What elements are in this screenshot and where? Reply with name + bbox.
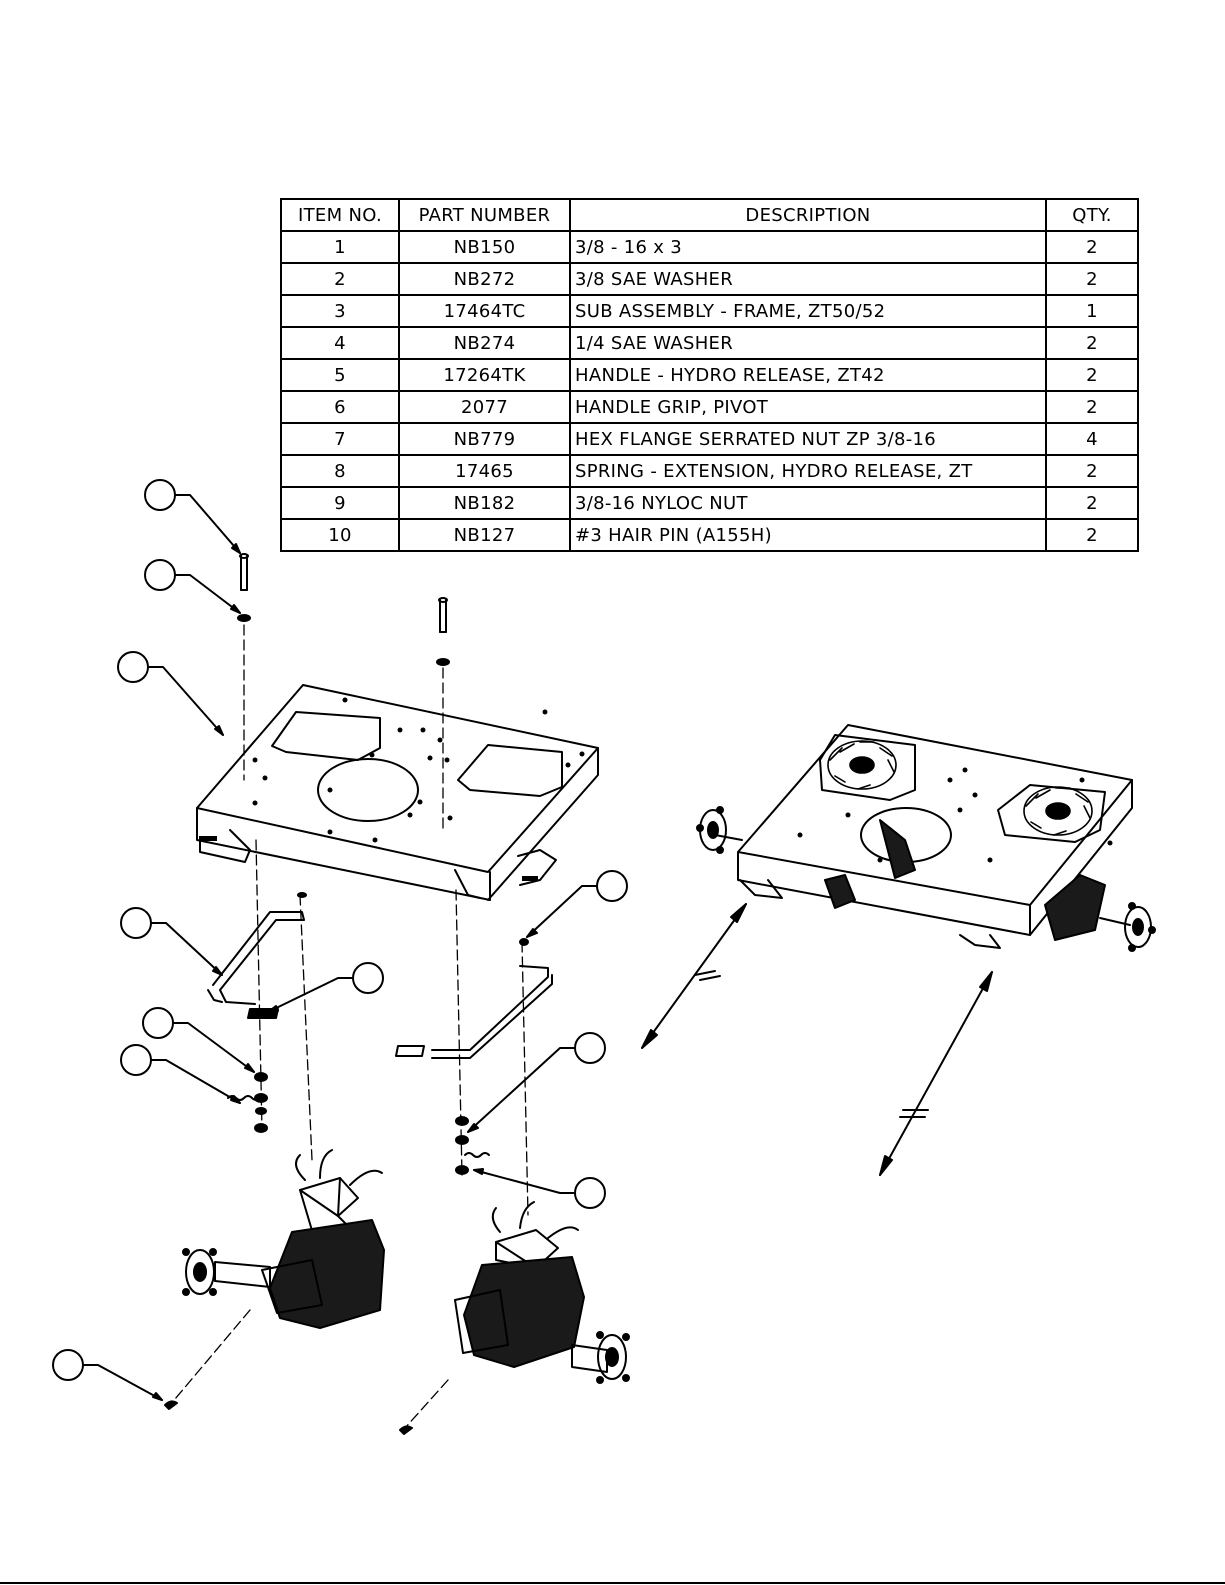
callout-balloon-nut-right (467, 1032, 606, 1133)
part-description: HANDLE GRIP, PIVOT (569, 390, 1047, 424)
part-description: HEX FLANGE SERRATED NUT ZP 3/8-16 (569, 422, 1047, 456)
bom-row: 8 17465 SPRING - EXTENSION, HYDRO RELEAS… (280, 454, 1139, 488)
quantity: 4 (1045, 422, 1139, 456)
quantity: 2 (1045, 262, 1139, 296)
part-number: NB127 (398, 518, 571, 552)
item-number: 3 (280, 294, 400, 328)
part-number: 17465 (398, 454, 571, 488)
item-number: 4 (280, 326, 400, 360)
hair-pin-right (399, 1425, 413, 1435)
hydro-transaxle-right (454, 1201, 630, 1384)
quantity: 2 (1045, 454, 1139, 488)
item-number: 8 (280, 454, 400, 488)
callout-balloon-grip-left (267, 962, 384, 1013)
spring-right (464, 1152, 490, 1158)
quantity: 1 (1045, 294, 1139, 328)
hydro-release-handle-left (207, 892, 307, 1005)
bottom-border-line (0, 1582, 1225, 1584)
callout-balloon-frame (117, 651, 224, 736)
header-part-number: PART NUMBER (398, 198, 571, 232)
bom-row: 2 NB272 3/8 SAE WASHER 2 (280, 262, 1139, 296)
callout-balloon-washer-left (144, 559, 241, 614)
bom-row: 1 NB150 3/8 - 16 x 3 2 (280, 230, 1139, 264)
assembled-hub-right (1099, 902, 1156, 952)
handle-grip-left (247, 1008, 279, 1019)
hardware-stack-left (254, 1072, 268, 1133)
fan-right (1023, 786, 1093, 836)
direction-arrow-1 (641, 903, 747, 1049)
callout-balloon-bolt-left (144, 479, 241, 554)
bolt-left (239, 553, 249, 591)
part-number: NB779 (398, 422, 571, 456)
bom-row: 4 NB274 1/4 SAE WASHER 2 (280, 326, 1139, 360)
wheel-hub-left (182, 1248, 217, 1296)
part-number: NB150 (398, 230, 571, 264)
frame-sub-assembly (196, 684, 599, 901)
bill-of-materials-table: ITEM NO. PART NUMBER DESCRIPTION QTY. 1 … (280, 198, 1139, 552)
part-number: NB272 (398, 262, 571, 296)
bom-row: 7 NB779 HEX FLANGE SERRATED NUT ZP 3/8-1… (280, 422, 1139, 456)
quantity: 2 (1045, 390, 1139, 424)
bom-row: 5 17264TK HANDLE - HYDRO RELEASE, ZT42 2 (280, 358, 1139, 392)
item-number: 6 (280, 390, 400, 424)
quantity: 2 (1045, 486, 1139, 520)
header-item-no: ITEM NO. (280, 198, 400, 232)
part-number: NB182 (398, 486, 571, 520)
bolt-right (438, 597, 448, 633)
header-qty: QTY. (1045, 198, 1139, 232)
hardware-stack-right (455, 1116, 469, 1175)
item-number: 9 (280, 486, 400, 520)
callout-balloon-hairpin (52, 1349, 163, 1401)
bom-row: 9 NB182 3/8-16 NYLOC NUT 2 (280, 486, 1139, 520)
wheel-hub-right (596, 1331, 630, 1384)
item-number: 7 (280, 422, 400, 456)
part-number: 2077 (398, 390, 571, 424)
quantity: 2 (1045, 326, 1139, 360)
part-description: 3/8 - 16 x 3 (569, 230, 1047, 264)
part-description: 1/4 SAE WASHER (569, 326, 1047, 360)
part-description: SUB ASSEMBLY - FRAME, ZT50/52 (569, 294, 1047, 328)
part-description: 3/8-16 NYLOC NUT (569, 486, 1047, 520)
assembled-hub-left (696, 806, 743, 854)
hydro-release-handle-right (431, 938, 553, 1059)
header-description: DESCRIPTION (569, 198, 1047, 232)
callout-balloon-handle-left (120, 907, 223, 976)
bom-row: 10 NB127 #3 HAIR PIN (A155H) 2 (280, 518, 1139, 552)
callout-balloon-nut-left (142, 1007, 255, 1073)
hydro-transaxle-left (182, 1149, 385, 1329)
washer-right (436, 658, 450, 666)
frame-holes (252, 697, 585, 843)
direction-arrow-2 (879, 971, 993, 1176)
part-number: 17264TK (398, 358, 571, 392)
bom-header-row: ITEM NO. PART NUMBER DESCRIPTION QTY. (280, 198, 1139, 232)
item-number: 10 (280, 518, 400, 552)
bom-row: 3 17464TC SUB ASSEMBLY - FRAME, ZT50/52 … (280, 294, 1139, 328)
part-description: #3 HAIR PIN (A155H) (569, 518, 1047, 552)
part-number: 17464TC (398, 294, 571, 328)
item-number: 5 (280, 358, 400, 392)
part-number: NB274 (398, 326, 571, 360)
callout-balloon-spring-right (473, 1168, 606, 1209)
quantity: 2 (1045, 230, 1139, 264)
bom-row: 6 2077 HANDLE GRIP, PIVOT 2 (280, 390, 1139, 424)
quantity: 2 (1045, 358, 1139, 392)
part-description: SPRING - EXTENSION, HYDRO RELEASE, ZT (569, 454, 1047, 488)
handle-grip-right (395, 1045, 425, 1057)
washer-left (237, 614, 251, 622)
item-number: 2 (280, 262, 400, 296)
spring-left (227, 1095, 261, 1101)
assembled-frame (696, 724, 1156, 952)
hair-pin-left (164, 1400, 178, 1410)
callout-balloon-spring-left (120, 1044, 241, 1104)
callout-balloon-washer-right (526, 870, 628, 938)
fan-left (827, 740, 897, 790)
part-description: HANDLE - HYDRO RELEASE, ZT42 (569, 358, 1047, 392)
item-number: 1 (280, 230, 400, 264)
quantity: 2 (1045, 518, 1139, 552)
part-description: 3/8 SAE WASHER (569, 262, 1047, 296)
